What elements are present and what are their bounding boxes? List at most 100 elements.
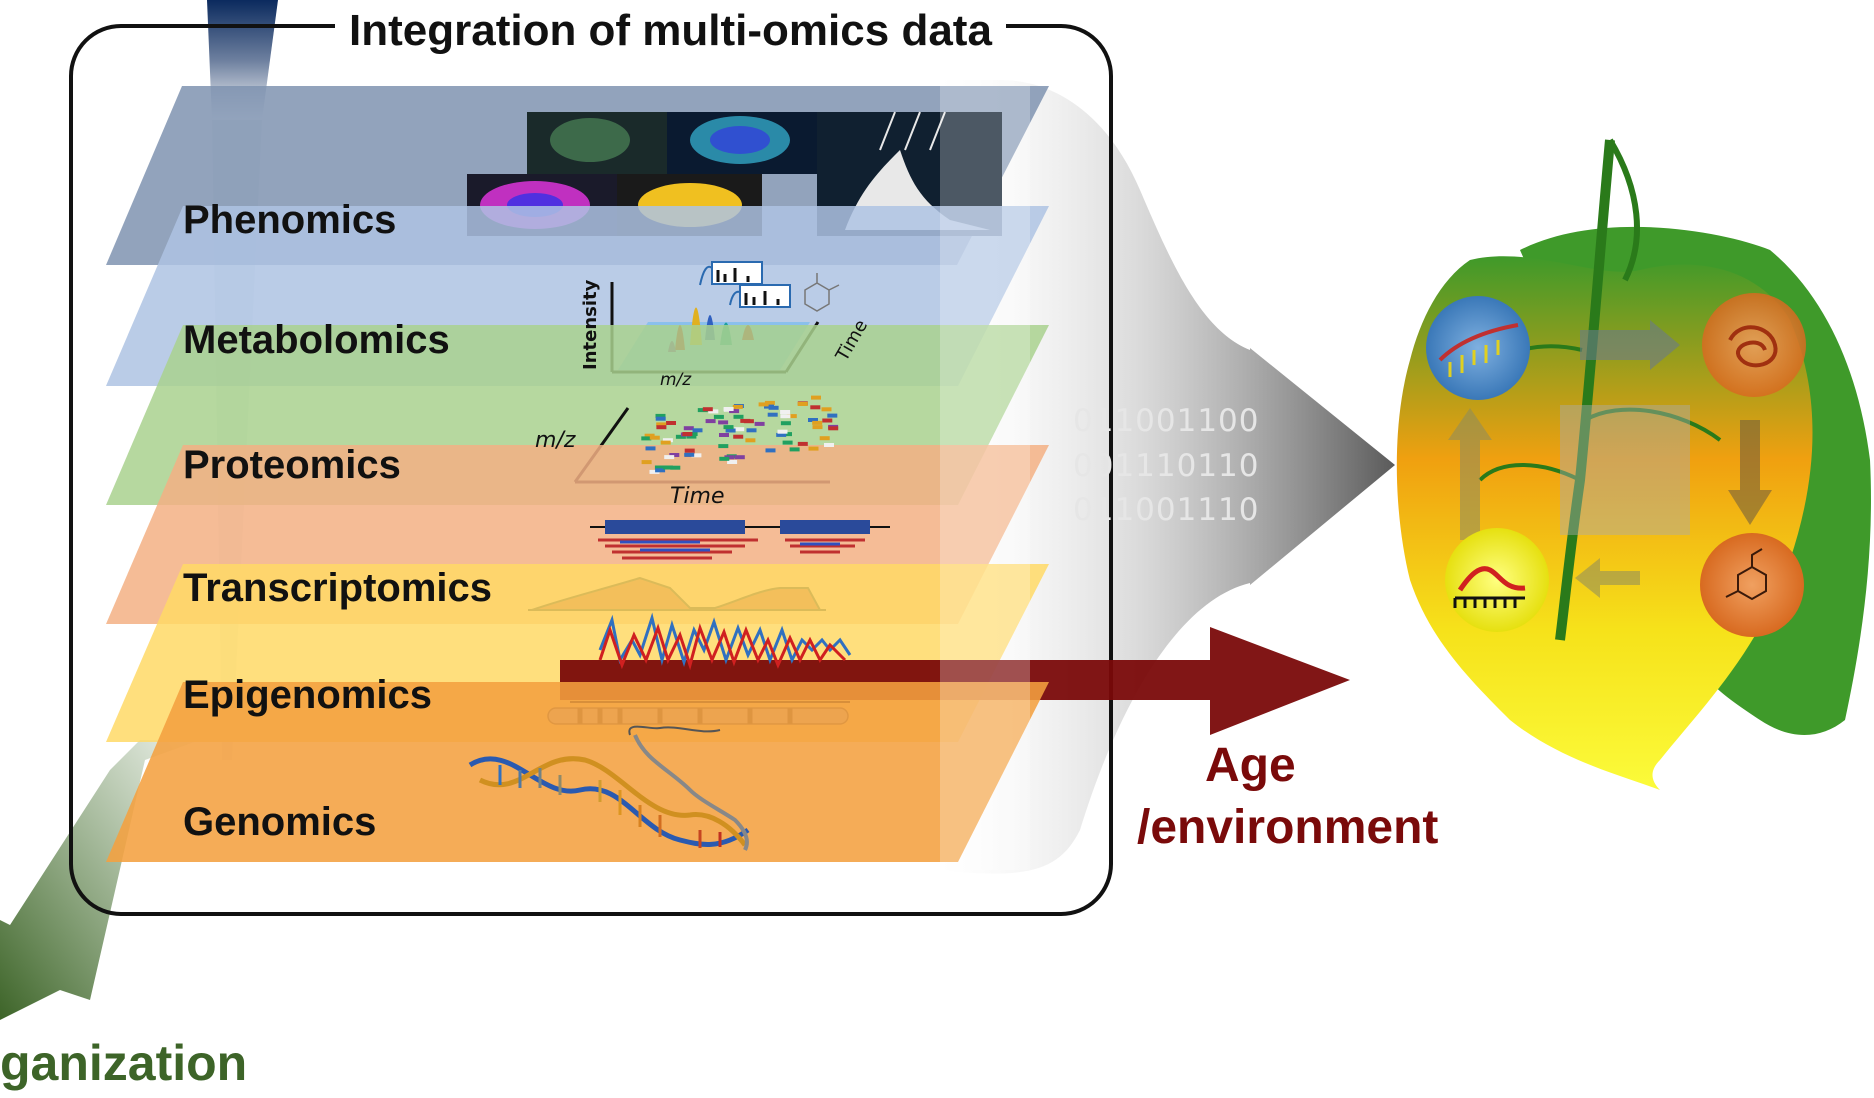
layer-genomics xyxy=(106,682,1049,862)
proteomics-spot xyxy=(655,413,666,418)
proteomics-spot xyxy=(641,460,652,465)
proteomics-spot xyxy=(734,427,745,432)
metabolomics-x-axis-label: m/z xyxy=(660,370,692,390)
proteomics-spot xyxy=(822,418,833,423)
proteomics-spot xyxy=(777,429,788,434)
organization-arrow-bottom xyxy=(0,740,200,1020)
layer-label-proteomics: Proteomics xyxy=(183,443,401,487)
proteomics-spot xyxy=(684,448,695,453)
proteomics-spot xyxy=(708,409,719,414)
proteomics-spot xyxy=(824,443,834,447)
proteomics-spot xyxy=(764,400,775,405)
proteomics-spot xyxy=(649,435,660,440)
proteomics-spot xyxy=(808,446,819,451)
proteomics-spot xyxy=(734,455,745,460)
proteomics-spot xyxy=(727,460,738,464)
binary-row-2: 001110110 xyxy=(1073,448,1260,484)
proteomics-spot xyxy=(782,440,793,445)
proteomics-spot xyxy=(675,434,686,439)
diagram-title: Integration of multi-omics data xyxy=(335,6,1006,56)
proteomics-spot xyxy=(812,425,823,430)
age-arrow xyxy=(560,627,1350,735)
proteomics-spot xyxy=(768,405,779,410)
proteomics-spot xyxy=(702,407,713,412)
proteomics-spot xyxy=(660,440,671,445)
proteomics-spot xyxy=(670,465,681,470)
layer-label-epigenomics: Epigenomics xyxy=(183,673,432,717)
proteomics-spot xyxy=(718,444,729,449)
proteomics-spot xyxy=(745,438,756,443)
proteomics-spot xyxy=(797,402,808,406)
proteomics-spot xyxy=(827,413,838,418)
proteomics-spot xyxy=(713,414,724,419)
proteomics-spot xyxy=(808,418,818,422)
proteomics-spot xyxy=(687,432,698,436)
proteomics-spot xyxy=(719,456,730,461)
proteomics-spot xyxy=(725,428,736,433)
proteomics-spot xyxy=(765,448,776,453)
proteomics-spot xyxy=(719,433,729,437)
proteomics-spot xyxy=(780,410,791,414)
proteomics-spot xyxy=(723,407,734,411)
proteomics-spot xyxy=(724,455,735,460)
proteomics-spot xyxy=(828,426,839,431)
proteomics-spot xyxy=(644,433,655,438)
binary-row-1: 011001100 xyxy=(1073,403,1260,439)
proteomics-spot xyxy=(812,420,823,425)
proteomics-spot xyxy=(684,452,695,457)
proteomics-spot xyxy=(655,416,666,421)
proteomics-spot xyxy=(718,420,729,425)
protein-node xyxy=(1702,293,1806,397)
proteomics-spot xyxy=(662,438,673,443)
proteomics-spot xyxy=(691,453,702,458)
proteomics-spot xyxy=(780,414,791,419)
proteomics-spot xyxy=(655,468,666,473)
proteomics-spot xyxy=(662,465,673,470)
proteomics-spot xyxy=(656,422,667,427)
leaf-illustration xyxy=(1396,138,1871,790)
proteomics-spot xyxy=(733,414,744,419)
proteomics-spot xyxy=(819,436,830,441)
proteomics-spot xyxy=(740,418,751,423)
proteomics-spot xyxy=(780,421,791,426)
age-label: Age xyxy=(1205,739,1296,792)
proteomics-spot xyxy=(786,414,797,419)
proteomics-spot xyxy=(686,434,697,439)
proteomics-spot xyxy=(705,419,716,424)
proteomics-spot xyxy=(692,428,703,433)
proteomics-spot xyxy=(645,446,656,451)
proteomics-spot xyxy=(811,395,821,400)
proteomics-spot xyxy=(641,436,652,441)
proteomics-spot xyxy=(789,447,800,452)
dna-node xyxy=(1426,296,1530,400)
proteomics-spot xyxy=(723,425,734,430)
rna-node xyxy=(1445,528,1549,632)
proteomics-spot xyxy=(732,404,743,409)
proteomics-spot xyxy=(733,434,744,439)
proteomics-spot xyxy=(729,409,740,414)
proteomics-spot xyxy=(654,465,665,470)
proteomics-y-axis-label: m/z xyxy=(535,428,576,453)
proteomics-spot xyxy=(656,425,667,430)
proteomics-spot xyxy=(821,407,832,412)
proteomics-spot xyxy=(797,441,808,446)
proteomics-spot xyxy=(649,469,660,474)
proteomics-spot xyxy=(782,432,792,437)
binary-row-3: 011001110 xyxy=(1073,492,1260,528)
layer-label-metabolomics: Metabolomics xyxy=(183,318,450,362)
proteomics-x-axis-label: Time xyxy=(670,484,725,509)
proteomics-spot xyxy=(683,426,694,431)
proteomics-spot xyxy=(810,405,821,410)
metabolomics-y-axis-label: Intensity xyxy=(580,279,601,370)
organization-label: ganization xyxy=(0,1035,248,1091)
layer-label-phenomics: Phenomics xyxy=(183,198,397,242)
metabolite-node xyxy=(1700,533,1804,637)
proteomics-spot xyxy=(758,402,769,407)
proteomics-spot xyxy=(682,432,693,436)
proteomics-spot xyxy=(666,421,676,425)
proteomics-spot xyxy=(767,412,778,417)
proteomics-spot xyxy=(746,428,757,433)
environment-label: /environment xyxy=(1137,801,1439,854)
